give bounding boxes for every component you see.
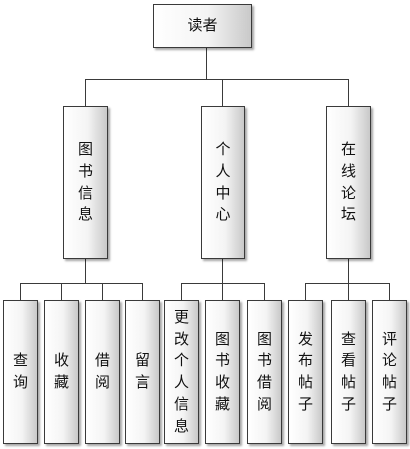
root-node: 读者 bbox=[153, 4, 252, 48]
connector-group-3 bbox=[305, 259, 390, 300]
leaf-label-1-4: 留言 bbox=[134, 351, 150, 391]
group-label-2: 个人中心 bbox=[215, 140, 231, 224]
leaf-node-2-1: 更改个人信息 bbox=[164, 300, 199, 444]
leaf-label-2-3: 图书借阅 bbox=[256, 329, 272, 413]
leaf-label-1-2: 收藏 bbox=[53, 351, 69, 391]
group-node-2: 个人中心 bbox=[201, 106, 245, 259]
connector-group-2 bbox=[181, 259, 265, 300]
connector-root bbox=[85, 48, 349, 106]
leaf-node-1-4: 留言 bbox=[125, 300, 160, 444]
group-node-1: 图书信息 bbox=[63, 106, 108, 259]
leaf-label-3-1: 发布帖子 bbox=[297, 329, 313, 413]
connector-group-1 bbox=[20, 259, 143, 300]
group-label-1: 图书信息 bbox=[77, 140, 93, 224]
root-label: 读者 bbox=[187, 16, 218, 35]
leaf-node-1-3: 借阅 bbox=[85, 300, 120, 444]
leaf-node-2-2: 图书收藏 bbox=[205, 300, 240, 444]
leaf-label-2-2: 图书收藏 bbox=[214, 329, 230, 413]
leaf-node-3-2: 查看帖子 bbox=[331, 300, 366, 444]
group-node-3: 在线论坛 bbox=[326, 106, 371, 259]
leaf-label-3-2: 查看帖子 bbox=[340, 329, 356, 413]
leaf-node-3-1: 发布帖子 bbox=[288, 300, 323, 444]
leaf-node-3-3: 评论帖子 bbox=[372, 300, 407, 444]
group-label-3: 在线论坛 bbox=[340, 140, 356, 224]
leaf-label-1-3: 借阅 bbox=[94, 351, 110, 391]
leaf-node-1-1: 查询 bbox=[3, 300, 38, 444]
leaf-label-2-1: 更改个人信息 bbox=[173, 307, 189, 435]
leaf-node-2-3: 图书借阅 bbox=[247, 300, 282, 444]
leaf-label-1-1: 查询 bbox=[12, 351, 28, 391]
leaf-label-3-3: 评论帖子 bbox=[381, 329, 397, 413]
leaf-node-1-2: 收藏 bbox=[44, 300, 79, 444]
